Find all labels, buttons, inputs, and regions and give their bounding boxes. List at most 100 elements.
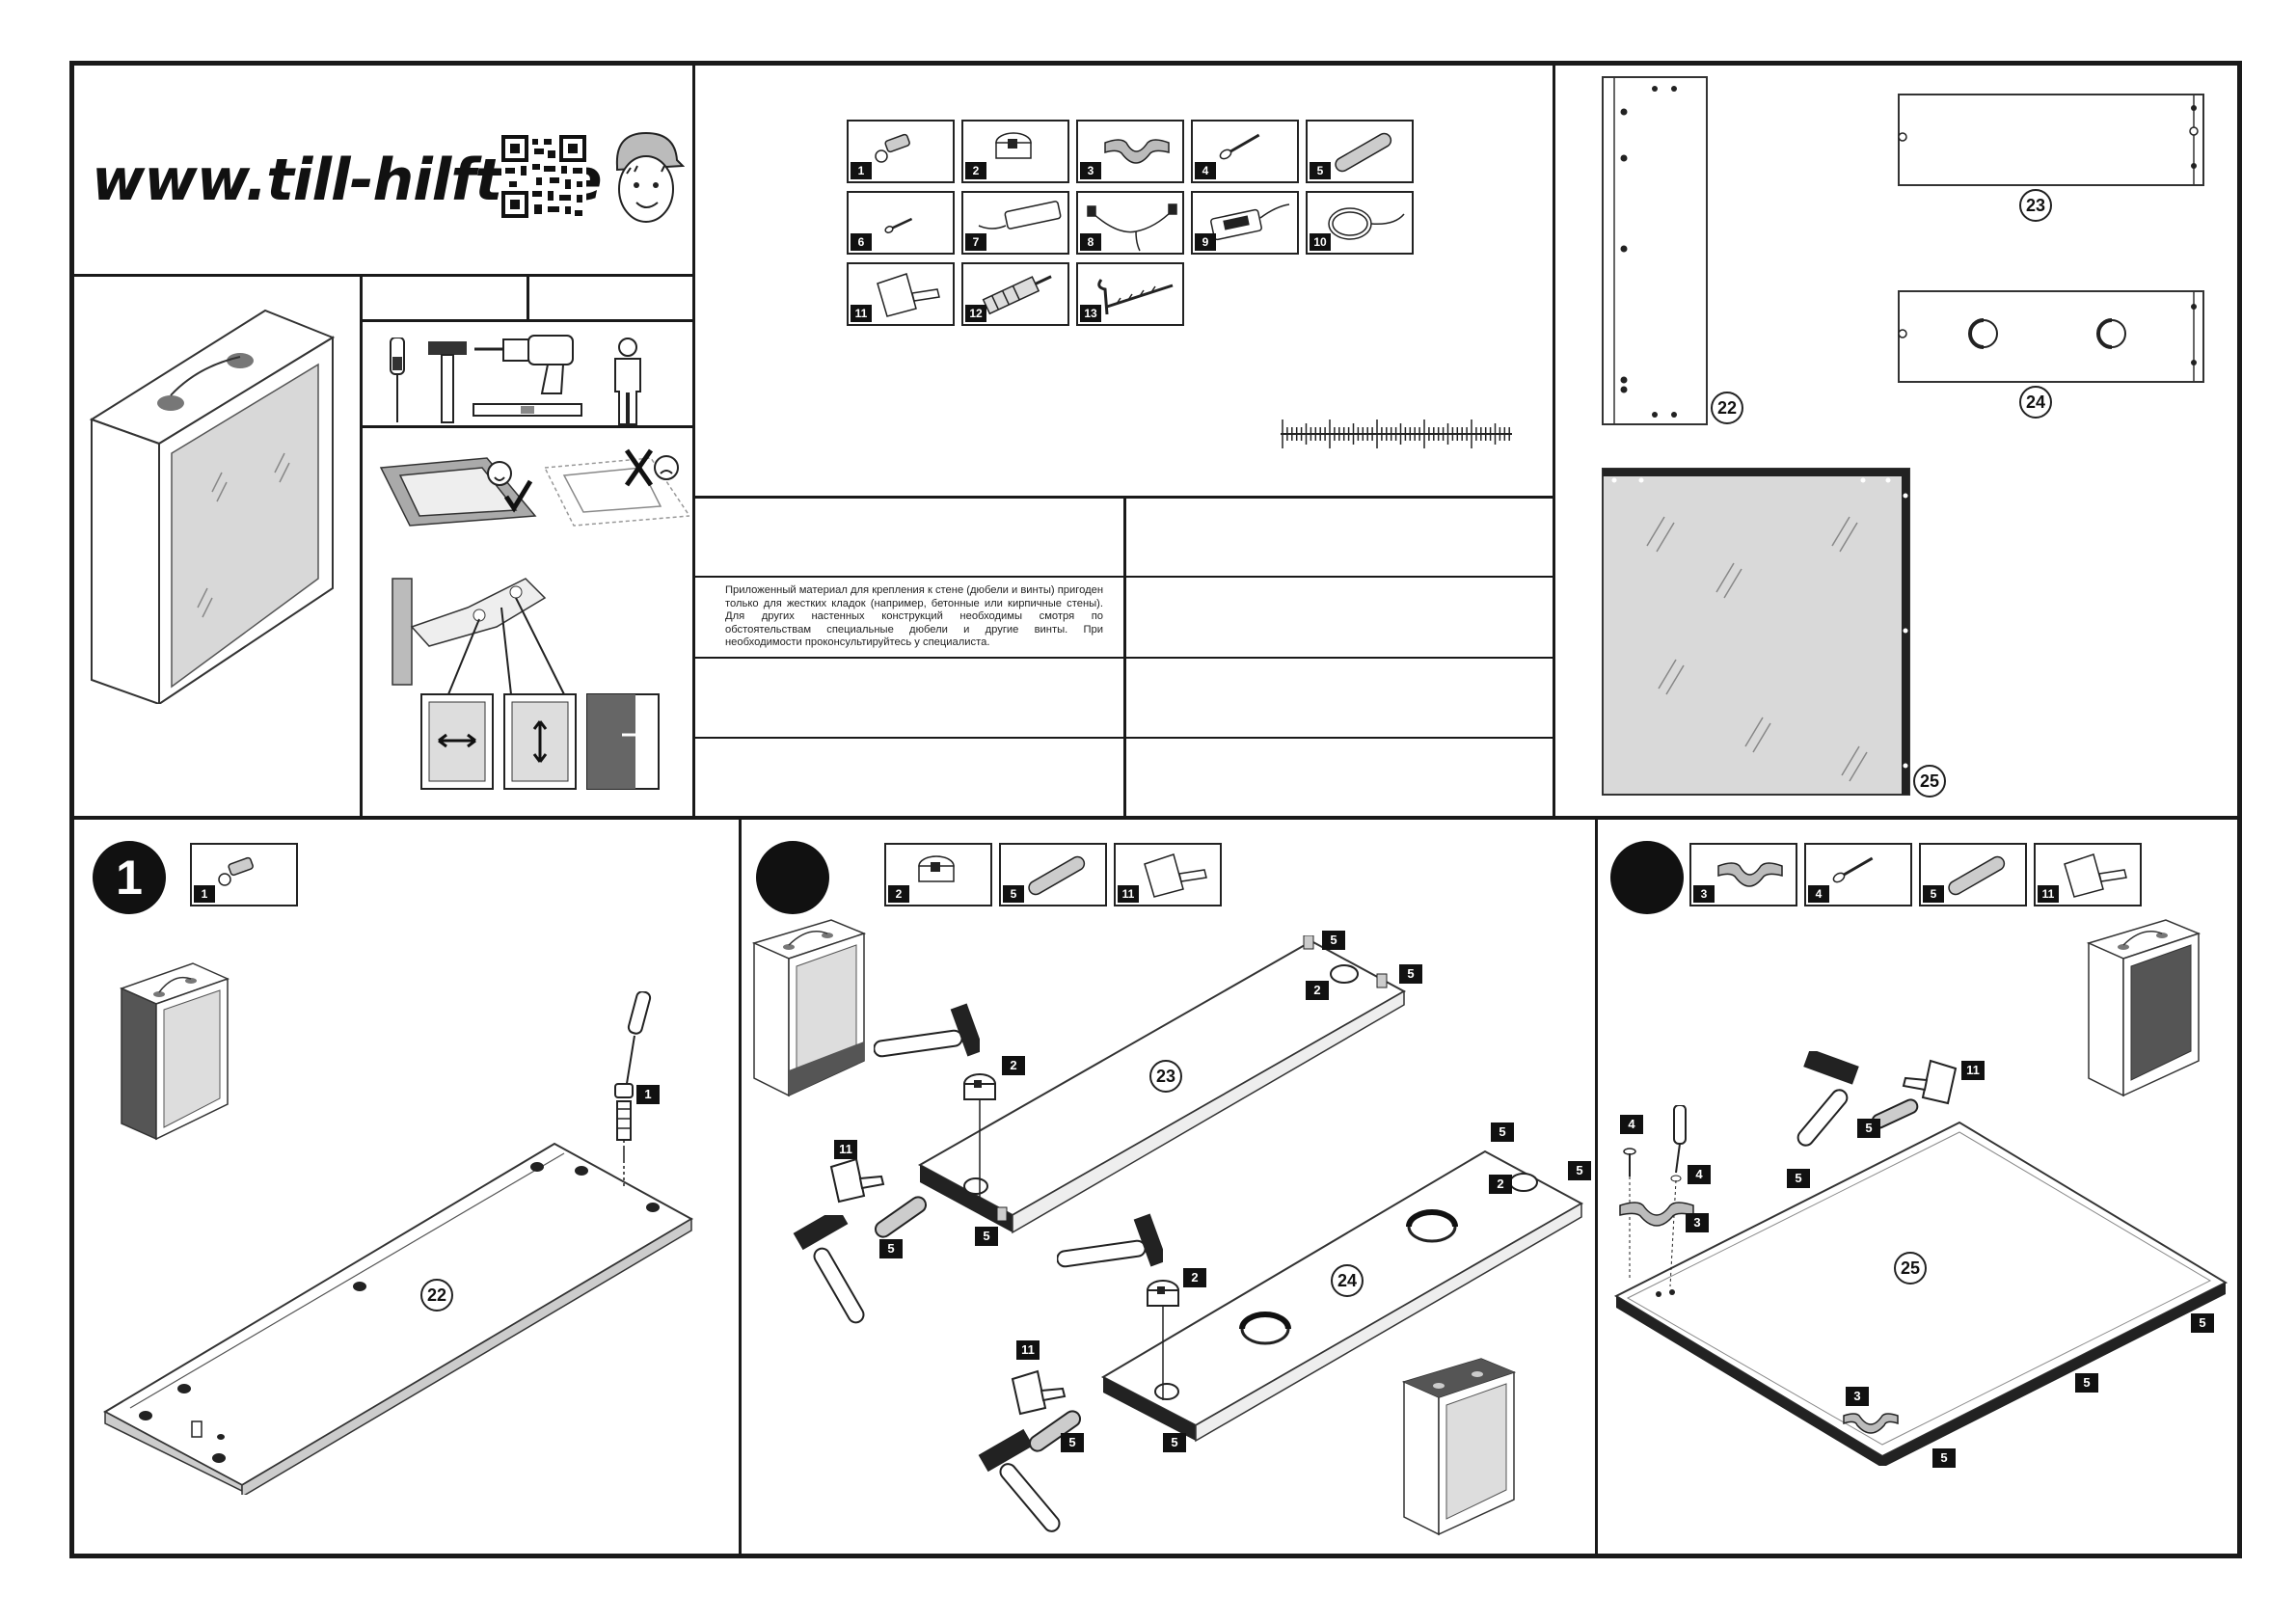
bottom-panel-24 xyxy=(1898,290,2204,383)
wooden-dowel-icon xyxy=(1335,132,1392,173)
part-number: 7 xyxy=(965,233,986,251)
step3-hammer-icon xyxy=(1796,1051,1859,1147)
step3-bracket-icon xyxy=(1619,1202,1694,1227)
step3-cabinet-thumbnail xyxy=(2086,919,2201,1097)
step2-tag-5: 5 xyxy=(879,1239,903,1258)
step2-hammer-icon xyxy=(793,1215,865,1324)
step2-hammer-icon xyxy=(1057,1213,1163,1268)
step3-mirror-door-drawing xyxy=(1613,1121,2228,1466)
glue-tube-icon xyxy=(2064,853,2127,898)
ruler-icon xyxy=(1281,419,1512,448)
step2-tag-5: 5 xyxy=(1061,1433,1084,1452)
step2-cam-lock-icon xyxy=(963,1073,996,1204)
part-number: 12 xyxy=(965,305,986,322)
step2-part-2: 2 xyxy=(884,843,992,906)
screw-icon xyxy=(1832,856,1874,883)
wooden-dowel-icon xyxy=(1948,855,2006,896)
drill-icon xyxy=(474,335,574,394)
wall-plug-screw-icon xyxy=(218,856,254,886)
divider xyxy=(1595,818,1598,1558)
part-box-9: 9 xyxy=(1191,191,1299,255)
step3-tag-3: 3 xyxy=(1846,1387,1869,1406)
wall-mount-note: Приложенный материал для крепления к сте… xyxy=(725,584,1103,648)
divider xyxy=(360,319,694,322)
spirit-level-icon xyxy=(473,403,582,417)
cam-lock-icon xyxy=(995,132,1032,159)
part-number: 5 xyxy=(1003,885,1024,903)
glue-tube-icon xyxy=(1144,853,1207,898)
step2-cam-lock-icon xyxy=(1147,1280,1179,1400)
step3-tag-3: 3 xyxy=(1686,1213,1709,1232)
bracket-icon xyxy=(1717,862,1783,887)
part-number: 5 xyxy=(1923,885,1944,903)
person-icon xyxy=(614,338,641,425)
step2-panel-label-23: 23 xyxy=(1149,1060,1182,1093)
step1-cabinet-thumbnail xyxy=(119,962,230,1141)
part-box-4: 4 xyxy=(1191,120,1299,183)
step3-glue-tube-icon xyxy=(1902,1059,1958,1105)
part-number: 1 xyxy=(194,885,215,903)
part-number: 10 xyxy=(1310,233,1331,251)
step3-tag-5: 5 xyxy=(2075,1373,2098,1393)
step2-hammer-icon xyxy=(978,1428,1061,1532)
page-frame xyxy=(69,61,2242,1558)
part-box-1: 1 xyxy=(847,120,955,183)
step2-panel-label-24: 24 xyxy=(1331,1264,1364,1297)
part-box-8: 8 xyxy=(1076,191,1184,255)
part-box-10: 10 xyxy=(1306,191,1414,255)
part-number: 2 xyxy=(888,885,909,903)
hook-screw-icon xyxy=(1097,279,1174,315)
step2-tag-5: 5 xyxy=(1568,1161,1591,1180)
step-3-badge xyxy=(1610,841,1684,914)
step2-part-11: 11 xyxy=(1114,843,1222,906)
step3-tag-4: 4 xyxy=(1688,1165,1711,1184)
divider xyxy=(527,274,529,320)
step-1-badge: 1 xyxy=(93,841,166,914)
step3-tag-4: 4 xyxy=(1620,1115,1643,1134)
step2-cabinet-thumbnail-bottom xyxy=(1401,1358,1517,1536)
panel-label-22: 22 xyxy=(1711,392,1743,424)
step3-part-3: 3 xyxy=(1689,843,1797,906)
y-cable-icon xyxy=(1087,203,1177,252)
wall-anchor-icon xyxy=(982,275,1052,315)
cam-lock-icon xyxy=(918,855,955,882)
side-panel-22 xyxy=(1602,76,1708,425)
step2-dowel-icon xyxy=(1028,1410,1082,1452)
step1-panel-22-drawing xyxy=(102,1142,694,1495)
step2-part-5: 5 xyxy=(999,843,1107,906)
small-screw-icon xyxy=(884,217,913,233)
part-number: 2 xyxy=(965,162,986,179)
part-box-5: 5 xyxy=(1306,120,1414,183)
step3-screw-icon xyxy=(1623,1148,1636,1281)
step2-cabinet-thumbnail xyxy=(751,919,867,1097)
panel-label-24: 24 xyxy=(2019,386,2052,419)
glue-tube-icon xyxy=(877,273,940,317)
part-box-7: 7 xyxy=(961,191,1069,255)
part-number: 6 xyxy=(851,233,872,251)
qr-code-icon xyxy=(501,135,586,218)
step2-tag-11: 11 xyxy=(834,1140,857,1159)
step2-tag-2: 2 xyxy=(1489,1175,1512,1194)
part-number: 13 xyxy=(1080,305,1101,322)
cabinet-overview-illustration xyxy=(89,309,336,704)
step3-part-4: 4 xyxy=(1804,843,1912,906)
hinge-adjustment-illustration xyxy=(392,578,660,790)
step3-screwdriver-icon xyxy=(1669,1105,1687,1287)
step2-tag-11: 11 xyxy=(1016,1340,1040,1360)
panel-label-25: 25 xyxy=(1913,765,1946,798)
divider xyxy=(739,818,742,1558)
boy-mascot-icon xyxy=(615,131,685,223)
step3-panel-label-25: 25 xyxy=(1894,1252,1927,1285)
step2-tag-5: 5 xyxy=(1163,1433,1186,1452)
step2-tag-2: 2 xyxy=(1306,981,1329,1000)
led-driver-icon xyxy=(978,201,1062,230)
screwdriver-icon xyxy=(390,338,405,422)
part-box-11: 11 xyxy=(847,262,955,326)
part-number: 11 xyxy=(1118,885,1139,903)
section-divider xyxy=(69,816,2242,820)
step3-tag-5: 5 xyxy=(2191,1313,2214,1333)
part-box-12: 12 xyxy=(961,262,1069,326)
divider xyxy=(360,425,694,428)
step2-tag-5: 5 xyxy=(1491,1123,1514,1142)
divider xyxy=(694,737,1554,739)
